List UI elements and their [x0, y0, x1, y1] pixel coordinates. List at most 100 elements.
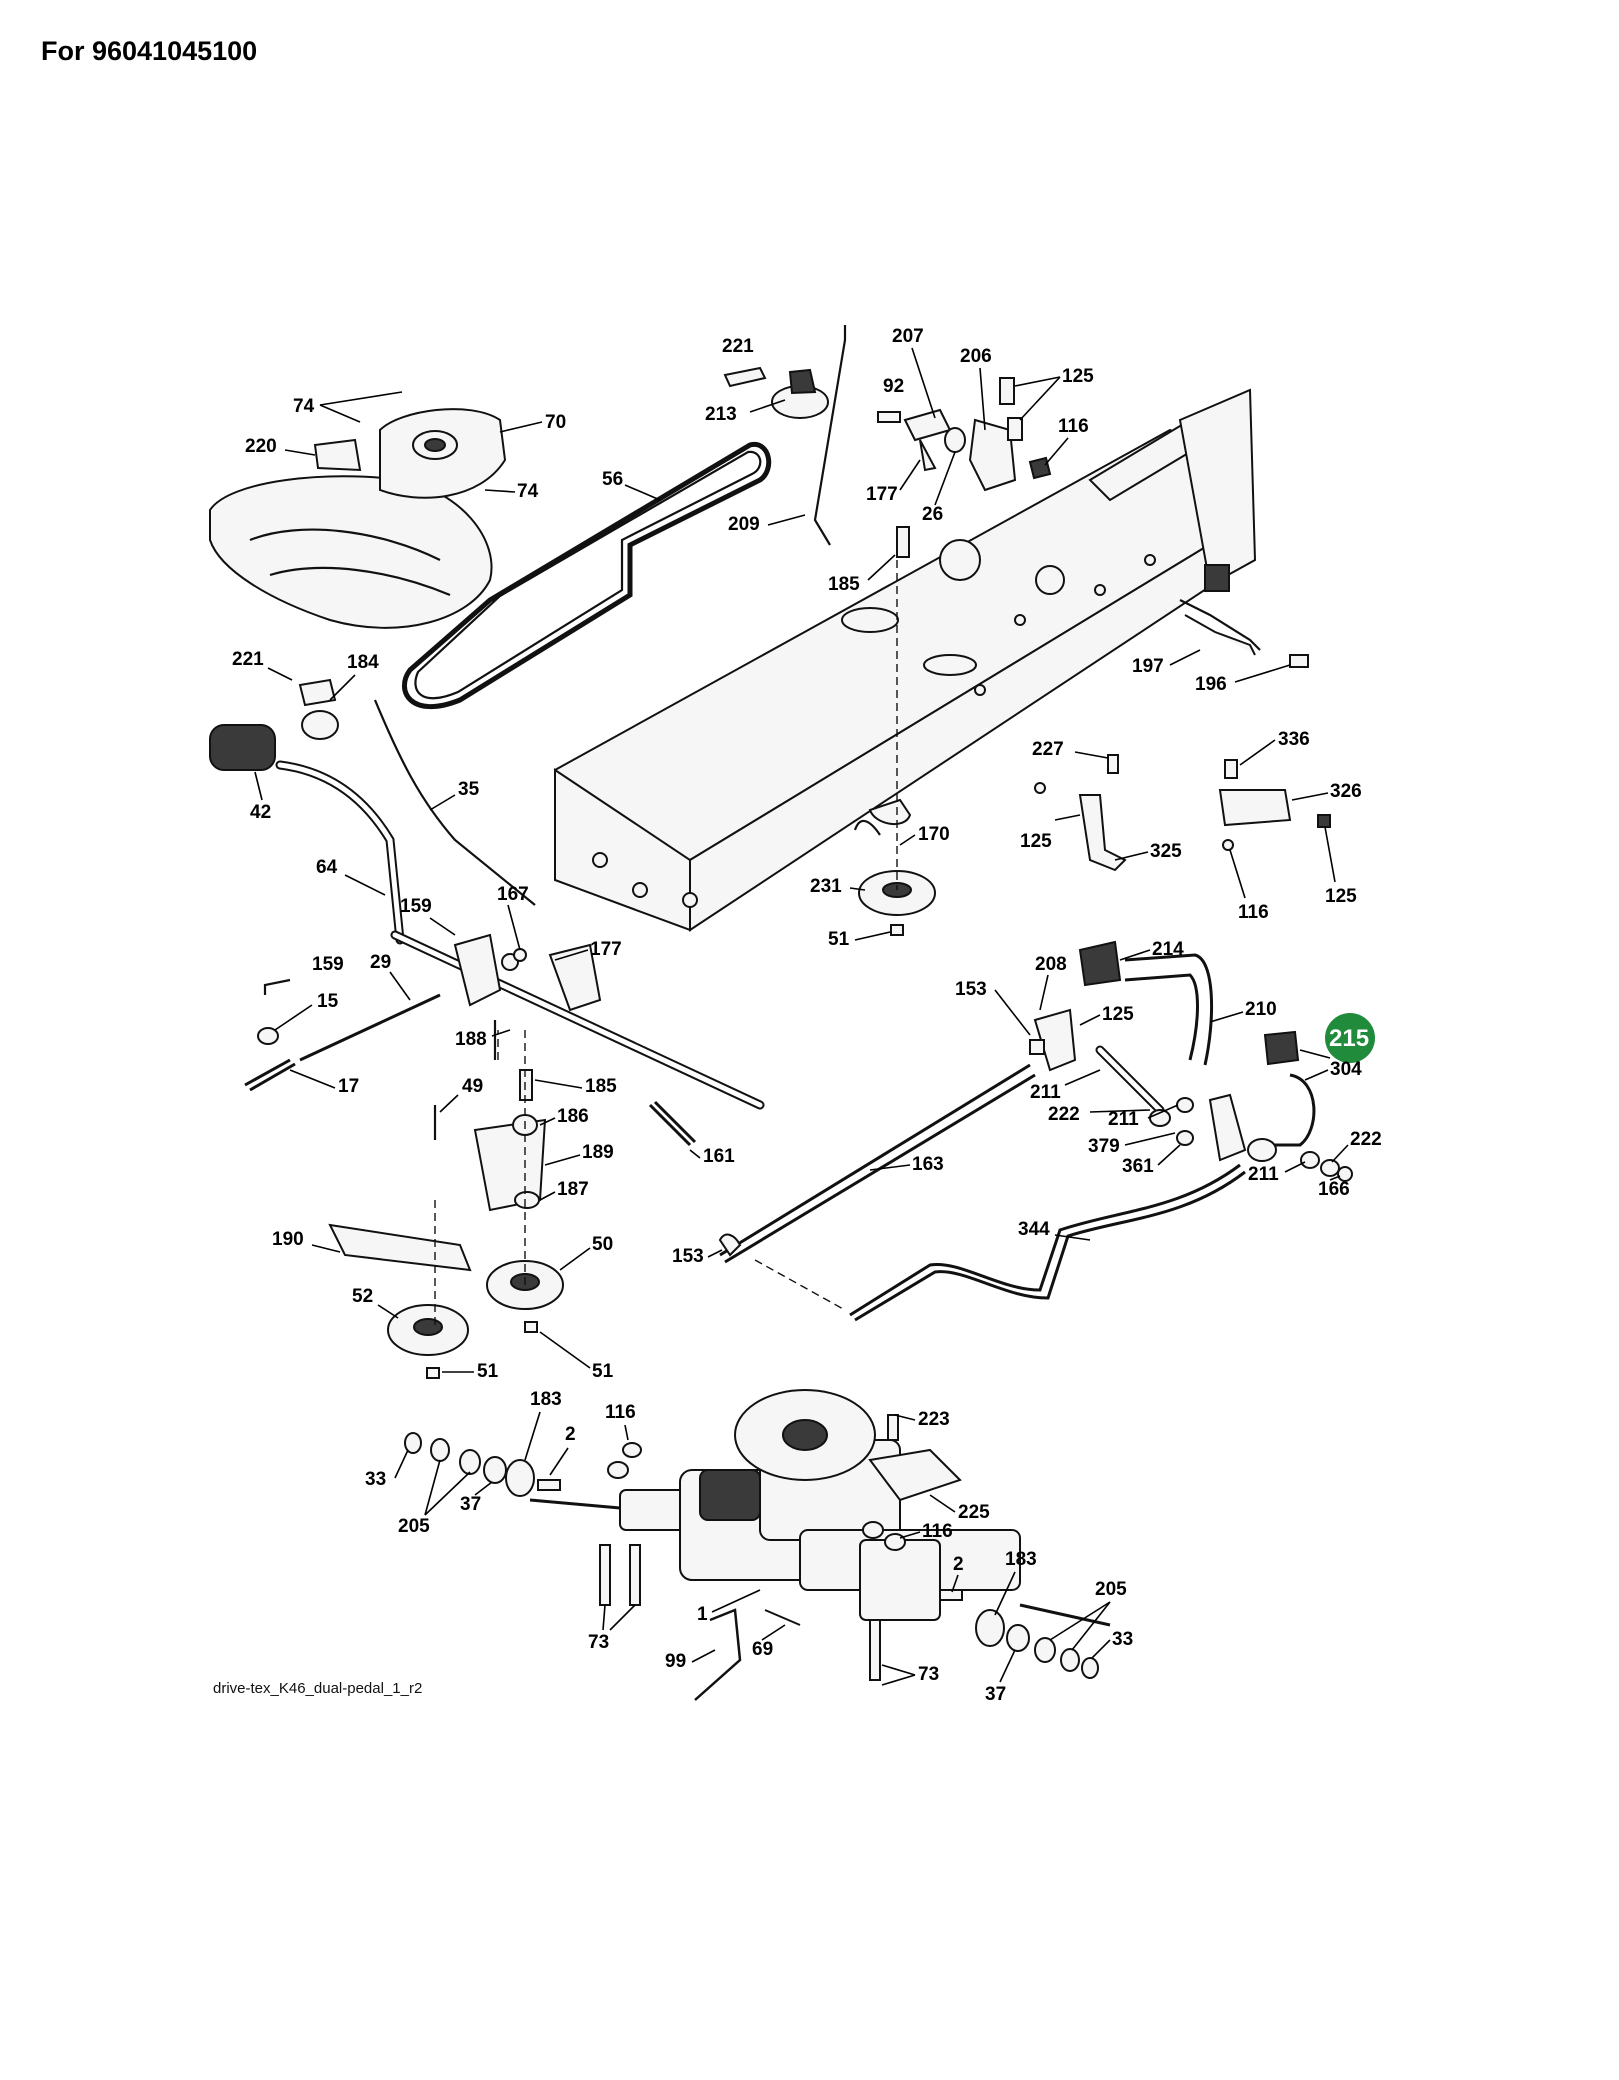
callout-2-right: 2 [953, 1554, 964, 1575]
callout-190: 190 [272, 1229, 304, 1250]
callout-220: 220 [245, 436, 277, 457]
callout-344: 344 [1018, 1219, 1050, 1240]
callout-153-b: 153 [672, 1246, 704, 1267]
callout-161: 161 [703, 1146, 735, 1167]
callout-56: 56 [602, 469, 623, 490]
diagram-caption: drive-tex_K46_dual-pedal_1_r2 [213, 1680, 422, 1697]
callout-73-right: 73 [918, 1664, 939, 1685]
callout-189: 189 [582, 1142, 614, 1163]
callout-35: 35 [458, 779, 480, 800]
callout-326: 326 [1330, 781, 1362, 802]
shift-lever-assembly [209, 678, 765, 1110]
callout-116-low2: 116 [922, 1521, 953, 1542]
callout-42: 42 [250, 802, 271, 823]
callout-379: 379 [1088, 1136, 1120, 1157]
callout-125-right: 125 [1325, 886, 1357, 907]
callout-33-right: 33 [1112, 1629, 1133, 1650]
callout-206: 206 [960, 346, 992, 367]
callout-211-c: 211 [1248, 1164, 1279, 1185]
callout-159-a: 159 [400, 896, 432, 917]
callout-183-right: 183 [1005, 1549, 1037, 1570]
callout-304: 304 [1330, 1059, 1362, 1080]
callout-92: 92 [883, 376, 904, 397]
callout-170: 170 [918, 824, 950, 845]
idler-pulley-231 [853, 560, 1331, 936]
callout-184: 184 [347, 652, 379, 673]
callout-153-a: 153 [955, 979, 987, 1000]
callout-125-mid: 125 [1020, 831, 1052, 852]
callout-187: 187 [557, 1179, 589, 1200]
callout-64: 64 [316, 857, 338, 878]
callout-177-top: 177 [866, 484, 898, 505]
callout-51-mid: 51 [828, 929, 850, 950]
callout-37-left: 37 [460, 1494, 481, 1515]
callout-225: 225 [958, 1502, 990, 1523]
callout-231: 231 [810, 876, 842, 897]
callout-50: 50 [592, 1234, 613, 1255]
callout-labels: 221 213 207 206 125 92 116 74 70 220 56 … [232, 326, 1382, 1705]
callout-163: 163 [912, 1154, 944, 1175]
callout-222-b: 222 [1350, 1129, 1382, 1150]
callout-17: 17 [338, 1076, 359, 1097]
highlight-circle-215 [1325, 1013, 1375, 1063]
pedal-assembly [718, 940, 1353, 1322]
page-title: For 96041045100 [41, 36, 258, 66]
callout-197: 197 [1132, 656, 1164, 677]
callout-26: 26 [922, 504, 943, 525]
callout-221-left: 221 [232, 649, 264, 670]
callout-211-a: 211 [1030, 1082, 1061, 1103]
callout-183-left: 183 [530, 1389, 562, 1410]
callout-125-pedal: 125 [1102, 1004, 1134, 1025]
callout-177-left: 177 [590, 939, 622, 960]
callout-211-b: 211 [1108, 1109, 1139, 1130]
callout-222-a: 222 [1048, 1104, 1080, 1125]
upper-small-parts [723, 325, 1309, 825]
callout-185-top: 185 [828, 574, 860, 595]
callout-74-mid: 74 [517, 481, 539, 502]
callout-221: 221 [722, 336, 754, 357]
callout-37-right: 37 [985, 1684, 1006, 1705]
drive-belt [402, 442, 772, 709]
callout-210: 210 [1245, 999, 1277, 1020]
transaxle [404, 1389, 1111, 1701]
callout-223: 223 [918, 1409, 950, 1430]
chassis-frame [554, 388, 1261, 932]
callout-51-left: 51 [477, 1361, 499, 1382]
callout-73-left: 73 [588, 1632, 609, 1653]
fender-seat [209, 408, 507, 629]
callout-205-right: 205 [1095, 1579, 1127, 1600]
callout-15: 15 [317, 991, 339, 1012]
callout-188: 188 [455, 1029, 487, 1050]
callout-99: 99 [665, 1651, 686, 1672]
callout-186: 186 [557, 1106, 589, 1127]
callout-336: 336 [1278, 729, 1310, 750]
callout-116-top: 116 [1058, 416, 1089, 437]
callout-213: 213 [705, 404, 737, 425]
callout-116-low: 116 [605, 1402, 636, 1423]
callout-208: 208 [1035, 954, 1067, 975]
callout-214: 214 [1152, 939, 1184, 960]
callout-125-top: 125 [1062, 366, 1094, 387]
left-linkage [244, 978, 697, 1379]
callout-167: 167 [497, 884, 529, 905]
callout-209: 209 [728, 514, 760, 535]
callout-70: 70 [545, 412, 566, 433]
callout-325: 325 [1150, 841, 1182, 862]
callout-2-left: 2 [565, 1424, 576, 1445]
callout-116-mid: 116 [1238, 902, 1269, 923]
callout-52: 52 [352, 1286, 373, 1307]
callout-166: 166 [1318, 1179, 1350, 1200]
callout-185-low: 185 [585, 1076, 617, 1097]
callout-51-right: 51 [592, 1361, 614, 1382]
callout-1: 1 [697, 1604, 708, 1625]
callout-74-top: 74 [293, 396, 315, 417]
callout-227: 227 [1032, 739, 1064, 760]
callout-69: 69 [752, 1639, 773, 1660]
callout-33-left: 33 [365, 1469, 386, 1490]
callout-49: 49 [462, 1076, 483, 1097]
callout-29: 29 [370, 952, 391, 973]
callout-215-highlighted: 215 [1329, 1025, 1369, 1052]
callout-207: 207 [892, 326, 924, 347]
callout-159-b: 159 [312, 954, 344, 975]
